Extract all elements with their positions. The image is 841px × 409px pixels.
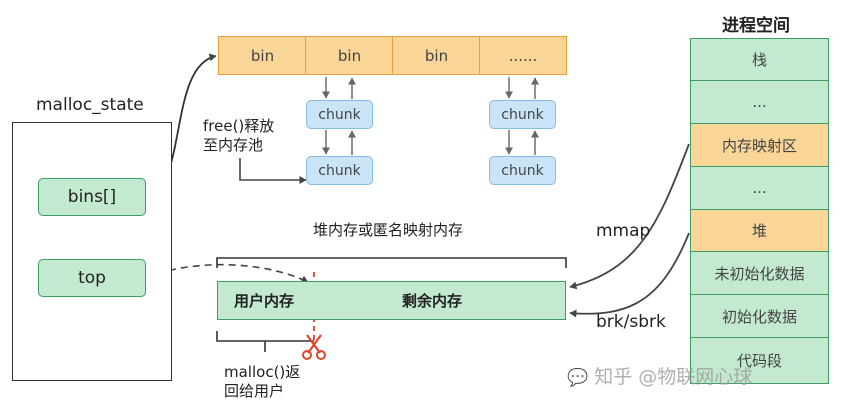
- user-mem-bracket: [216, 331, 314, 352]
- process-segment[interactable]: 堆: [690, 210, 829, 252]
- free-note: free()释放 至内存池: [203, 117, 274, 155]
- wechat-icon: 💬: [567, 368, 589, 388]
- process-segment[interactable]: 内存映射区: [690, 124, 829, 167]
- chunk-node[interactable]: chunk: [306, 156, 373, 185]
- mmap-arrow: [569, 143, 690, 290]
- free-note-line2: 至内存池: [203, 136, 264, 154]
- chunk-node[interactable]: chunk: [306, 100, 373, 129]
- chunk-node[interactable]: chunk: [489, 100, 556, 129]
- bin-cell[interactable]: bin: [392, 36, 481, 75]
- watermark-text: 知乎 @物联网心球: [594, 366, 753, 388]
- mmap-label: mmap: [596, 221, 651, 241]
- heap-region-caption: 堆内存或匿名映射内存: [313, 221, 464, 239]
- scissors-icon: [302, 334, 326, 360]
- brk-arrow: [569, 232, 690, 318]
- top-field[interactable]: top: [38, 259, 146, 297]
- malloc-note-line2: 回给用户: [224, 382, 285, 400]
- process-segment[interactable]: 代码段: [690, 338, 829, 384]
- malloc-state-box: [12, 122, 172, 381]
- process-segment[interactable]: 初始化数据: [690, 295, 829, 338]
- brk-sbrk-label: brk/sbrk: [596, 312, 666, 332]
- bins-field[interactable]: bins[]: [38, 178, 146, 216]
- process-space-title: 进程空间: [722, 16, 790, 36]
- bin-cell[interactable]: bin: [218, 36, 307, 75]
- bin-cell[interactable]: bin: [305, 36, 394, 75]
- free-arrow: [239, 158, 307, 184]
- heap-region-bar: [217, 281, 566, 320]
- free-note-line1: free()释放: [203, 117, 275, 135]
- malloc-note-line1: malloc()返: [224, 363, 301, 381]
- process-segment[interactable]: 未初始化数据: [690, 252, 829, 295]
- watermark: 💬 知乎 @物联网心球: [567, 362, 752, 389]
- heap-bracket: [216, 257, 567, 268]
- top-pointer-arrow: [145, 263, 309, 283]
- bin-cell-more[interactable]: ......: [479, 36, 567, 75]
- process-segment[interactable]: 栈: [690, 38, 829, 81]
- chunk-node[interactable]: chunk: [489, 156, 556, 185]
- process-segment[interactable]: ...: [690, 81, 829, 124]
- remaining-memory-label: 剩余内存: [402, 292, 463, 310]
- malloc-state-title: malloc_state: [36, 95, 144, 115]
- process-segment[interactable]: ...: [690, 167, 829, 210]
- user-memory-label: 用户内存: [234, 292, 295, 310]
- malloc-note: malloc()返 回给用户: [224, 363, 300, 401]
